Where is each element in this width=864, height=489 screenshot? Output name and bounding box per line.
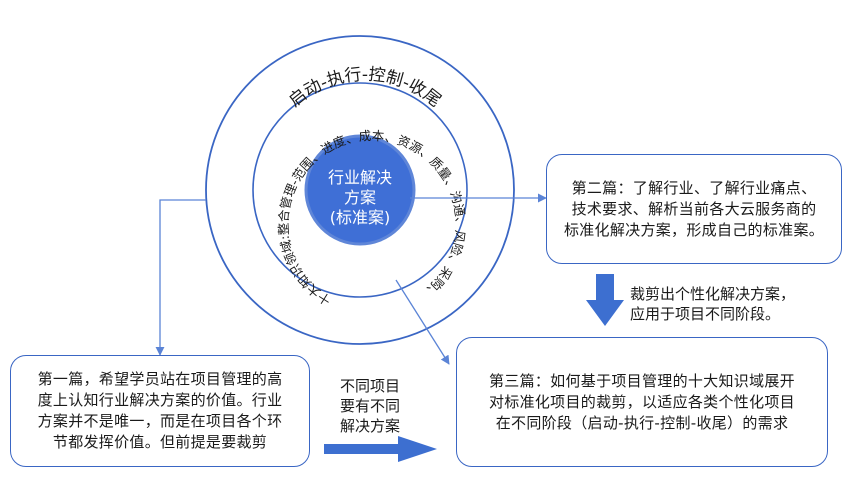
different-line-3: 解决方案 — [339, 417, 400, 435]
part1-line-1: 第一篇，希望学员站在项目管理的高 — [37, 370, 283, 388]
down-block-arrow — [586, 274, 624, 326]
part1-line-4: 节都发挥价值。但前提是要裁剪 — [52, 433, 268, 451]
outer-ring-text: 启动-执行-控制-收尾 — [285, 65, 444, 112]
middle-ring — [252, 82, 468, 298]
tailor-line-1: 裁剪出个性化解决方案， — [630, 285, 796, 303]
part2-text: 第二篇：了解行业、了解行业痛点、 技术要求、解析当前各大云服务商的 标准化解决方… — [564, 178, 824, 241]
different-line-1: 不同项目 — [339, 377, 400, 395]
core-line-2: 方案 — [343, 188, 376, 207]
part2-line-1: 第二篇：了解行业、了解行业痛点、 — [571, 178, 817, 197]
core-line-1: 行业解决 — [327, 168, 392, 187]
part1-text: 第一篇，希望学员站在项目管理的高 度上认知行业解决方案的价值。行业 方案并不是唯… — [38, 369, 283, 453]
core-line-3: (标准案) — [329, 208, 391, 227]
part3-box: 第三篇：如何基于项目管理的十大知识域展开 对标准化项目的裁剪，以适应各类个性化项… — [456, 337, 828, 467]
connector-to-part1 — [155, 199, 206, 356]
part3-line-1: 第三篇：如何基于项目管理的十大知识域展开 — [488, 371, 795, 390]
part3-text: 第三篇：如何基于项目管理的十大知识域展开 对标准化项目的裁剪，以适应各类个性化项… — [489, 371, 795, 434]
part3-line-2: 对标准化项目的裁剪，以适应各类个性化项目 — [488, 392, 795, 411]
part3-line-3: 在不同阶段（启动-执行-控制-收尾）的需求 — [495, 413, 789, 432]
connector-to-part3 — [395, 279, 450, 365]
different-label: 不同项目 要有不同 解决方案 — [322, 376, 418, 436]
different-line-2: 要有不同 — [339, 397, 400, 415]
part2-box: 第二篇：了解行业、了解行业痛点、 技术要求、解析当前各大云服务商的 标准化解决方… — [546, 154, 842, 264]
core-label: 行业解决 方案 (标准案) — [310, 168, 410, 228]
outer-ring — [205, 35, 515, 345]
core-circle — [304, 134, 416, 246]
part1-box: 第一篇，希望学员站在项目管理的高 度上认知行业解决方案的价值。行业 方案并不是唯… — [10, 355, 310, 467]
part2-line-2: 技术要求、解析当前各大云服务商的 — [571, 199, 817, 218]
right-block-arrow — [324, 436, 437, 462]
tailor-label: 裁剪出个性化解决方案， 应用于项目不同阶段。 — [630, 284, 840, 324]
part1-line-2: 度上认知行业解决方案的价值。行业 — [37, 391, 283, 409]
tailor-line-2: 应用于项目不同阶段。 — [630, 305, 781, 323]
part2-line-3: 标准化解决方案，形成自己的标准案。 — [563, 220, 825, 239]
part1-line-3: 方案并不是唯一，而是在项目各个环 — [37, 412, 283, 430]
